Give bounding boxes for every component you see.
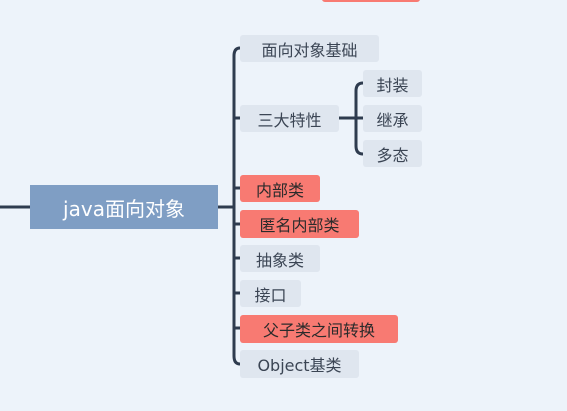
root-label: java面向对象: [63, 196, 185, 221]
topic-oop-basics[interactable]: 面向对象基础: [240, 35, 379, 62]
subtopic-label: 封装: [376, 75, 409, 95]
subtopic-inheritance[interactable]: 继承: [363, 105, 422, 132]
topic-parent-child-conversion[interactable]: 父子类之间转换: [240, 315, 398, 343]
subtopic-label: 继承: [376, 110, 409, 130]
topic-object-base-class[interactable]: Object基类: [240, 350, 359, 378]
topic-label: 三大特性: [257, 110, 322, 130]
topic-label: Object基类: [257, 356, 342, 375]
topic-inner-class[interactable]: 内部类: [240, 175, 320, 202]
topic-label: 抽象类: [255, 250, 304, 270]
topic-label: 父子类之间转换: [262, 321, 375, 340]
topic-abstract-class[interactable]: 抽象类: [240, 245, 320, 272]
subtopic-polymorphism[interactable]: 多态: [363, 140, 422, 167]
subtopic-label: 多态: [376, 145, 409, 165]
subtopic-encapsulation[interactable]: 封装: [363, 70, 422, 97]
root-node[interactable]: java面向对象: [30, 185, 218, 229]
topic-interface[interactable]: 接口: [240, 280, 301, 307]
topic-three-features[interactable]: 三大特性: [240, 105, 339, 132]
topic-label: 内部类: [255, 180, 304, 200]
topic-anonymous-inner-class[interactable]: 匿名内部类: [240, 210, 359, 238]
topic-label: 接口: [254, 285, 287, 305]
main-spine: [232, 46, 241, 366]
topic-label: 匿名内部类: [259, 216, 340, 235]
topic-label: 面向对象基础: [261, 40, 358, 60]
offscreen-highlight-node: [322, 0, 420, 2]
